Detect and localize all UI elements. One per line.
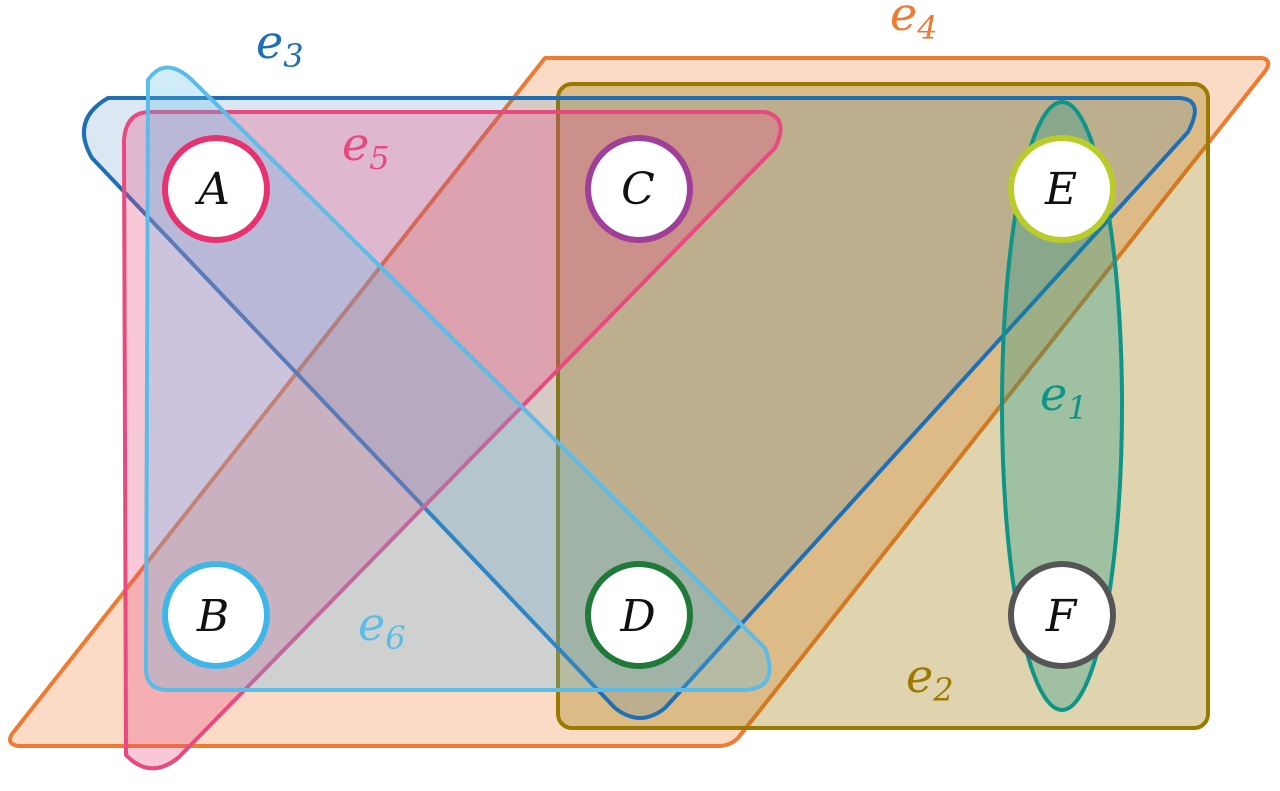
node-B-label: B (196, 591, 229, 642)
node-B: B (162, 561, 270, 669)
hyperedge-e5-label: e5 (342, 117, 390, 177)
hyperedge-e1-shape (1000, 100, 1124, 712)
hyperedge-e3-shape (82, 96, 1197, 720)
hyperedge-e5-shape (122, 110, 783, 771)
hyperedge-e2-label: e2 (906, 649, 954, 709)
node-E: E (1008, 135, 1116, 243)
node-A-label: A (194, 164, 230, 215)
hyperedge-e4-shape (8, 56, 1271, 748)
hyperedge-e1-label: e1 (1040, 367, 1088, 427)
hyperedge-e6-label: e6 (358, 597, 406, 657)
node-A: A (162, 135, 270, 243)
hyperedge-e4-label: e4 (890, 0, 938, 47)
hyperedge-e3-label: e3 (256, 15, 304, 75)
node-F-label: F (1045, 591, 1078, 642)
node-C: C (585, 135, 693, 243)
node-D-label: D (619, 591, 655, 642)
hyperedge-e6-shape (144, 65, 772, 692)
node-F: F (1008, 561, 1116, 669)
node-E-label: E (1044, 164, 1077, 215)
node-D: D (585, 561, 693, 669)
node-C-label: C (621, 164, 655, 215)
